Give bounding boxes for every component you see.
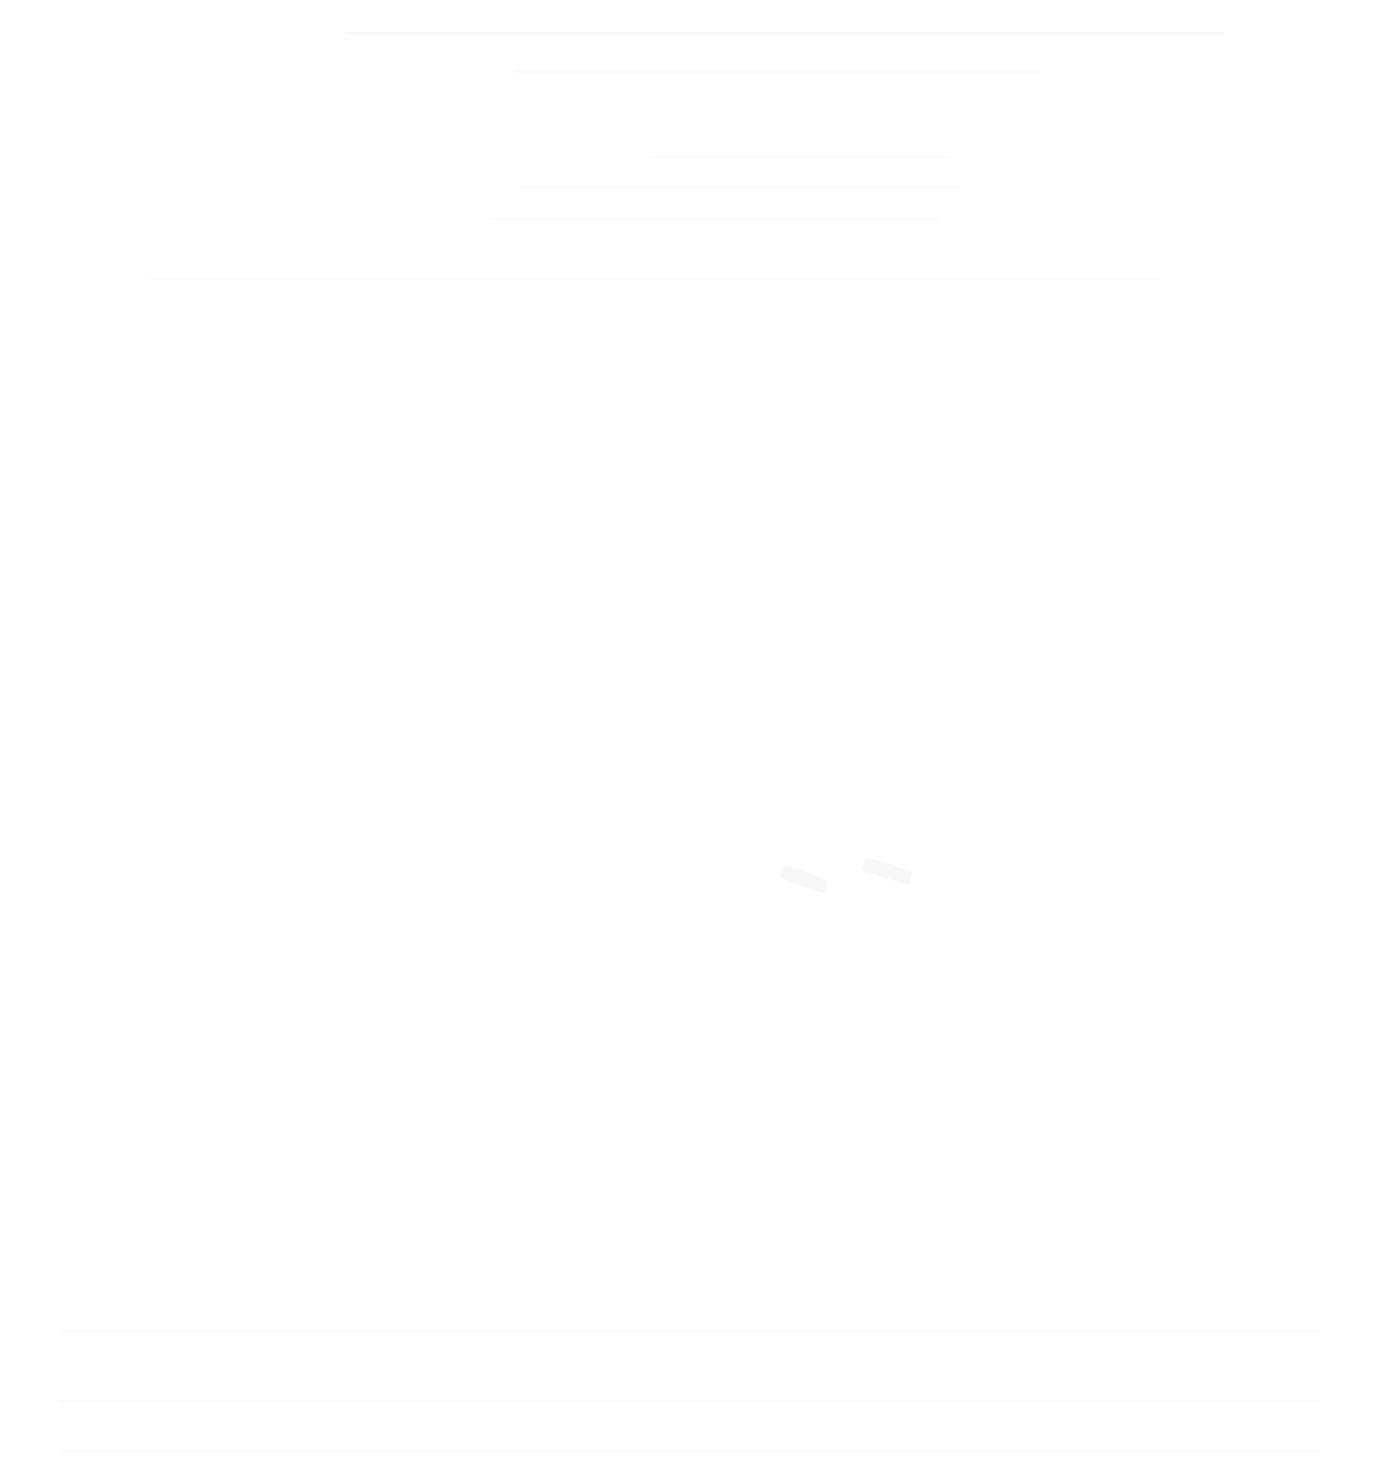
faint-title-line-1	[345, 32, 1225, 35]
faint-subtitle-line-3	[490, 218, 940, 220]
faint-subtitle-line-2	[520, 186, 960, 188]
faint-mark-right	[861, 857, 913, 886]
faint-footer-line-1	[60, 1330, 1320, 1332]
faint-footer-line-3	[60, 1450, 1320, 1452]
faint-title-line-2	[515, 70, 1040, 73]
faint-subtitle-line-1	[650, 156, 950, 158]
faint-content-line	[150, 278, 1160, 280]
faint-footer-line-2	[60, 1400, 1320, 1402]
faint-mark-left	[779, 864, 829, 894]
